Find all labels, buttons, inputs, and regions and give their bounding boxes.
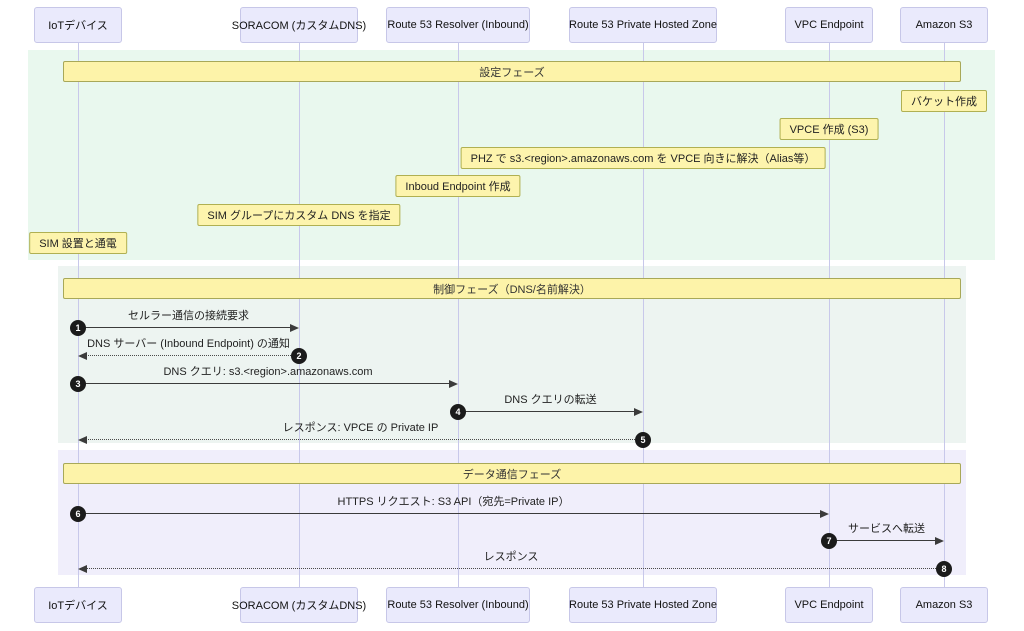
message-line-2 — [86, 355, 299, 356]
message-line-3 — [78, 383, 450, 384]
step-number-8: 8 — [936, 561, 952, 577]
step-number-1: 1 — [70, 320, 86, 336]
message-label-4: DNS クエリの転送 — [504, 394, 597, 406]
message-label-5: レスポンス: VPCE の Private IP — [282, 422, 439, 434]
arrowhead-4 — [634, 408, 643, 416]
lifeline-resolver — [458, 43, 459, 587]
actor-bottom-soracom: SORACOM (カスタムDNS) — [232, 587, 366, 623]
arrowhead-3 — [449, 380, 458, 388]
note-3: Inboud Endpoint 作成 — [395, 175, 521, 197]
actor-bottom-resolver: Route 53 Resolver (Inbound) — [386, 587, 530, 623]
actor-bottom-phz: Route 53 Private Hosted Zone — [569, 587, 717, 623]
actor-top-vpce: VPC Endpoint — [785, 7, 873, 43]
message-label-3: DNS クエリ: s3.<region>.amazonaws.com — [163, 366, 373, 378]
arrowhead-7 — [935, 537, 944, 545]
lifeline-phz — [643, 43, 644, 587]
step-number-5: 5 — [635, 432, 651, 448]
step-number-6: 6 — [70, 506, 86, 522]
note-2: PHZ で s3.<region>.amazonaws.com を VPCE 向… — [460, 147, 826, 169]
arrowhead-6 — [820, 510, 829, 518]
phase-title-3: データ通信フェーズ — [63, 463, 961, 484]
message-line-1 — [78, 327, 291, 328]
lifeline-soracom — [299, 43, 300, 587]
phase-title-2: 制御フェーズ（DNS/名前解決） — [63, 278, 961, 299]
arrowhead-1 — [290, 324, 299, 332]
message-line-4 — [458, 411, 635, 412]
step-number-2: 2 — [291, 348, 307, 364]
lifeline-s3 — [944, 43, 945, 587]
step-number-3: 3 — [70, 376, 86, 392]
phase-title-1: 設定フェーズ — [63, 61, 961, 82]
arrowhead-8 — [78, 565, 87, 573]
actor-top-iot: IoTデバイス — [34, 7, 122, 43]
lifeline-vpce — [829, 43, 830, 587]
actor-bottom-iot: IoTデバイス — [34, 587, 122, 623]
note-4: SIM グループにカスタム DNS を指定 — [197, 204, 401, 226]
message-label-7: サービスへ転送 — [848, 523, 925, 535]
arrowhead-2 — [78, 352, 87, 360]
message-line-6 — [78, 513, 821, 514]
actor-top-phz: Route 53 Private Hosted Zone — [569, 7, 717, 43]
message-label-1: セルラー通信の接続要求 — [128, 310, 249, 322]
message-line-8 — [86, 568, 944, 569]
message-label-6: HTTPS リクエスト: S3 API（宛先=Private IP） — [337, 496, 570, 508]
step-number-7: 7 — [821, 533, 837, 549]
message-line-5 — [86, 439, 643, 440]
actor-bottom-vpce: VPC Endpoint — [785, 587, 873, 623]
note-5: SIM 設置と通電 — [29, 232, 127, 254]
actor-bottom-s3: Amazon S3 — [900, 587, 988, 623]
actor-top-resolver: Route 53 Resolver (Inbound) — [386, 7, 530, 43]
message-line-7 — [829, 540, 936, 541]
note-0: バケット作成 — [901, 90, 987, 112]
lifeline-iot — [78, 43, 79, 587]
message-label-2: DNS サーバー (Inbound Endpoint) の通知 — [87, 338, 290, 350]
actor-top-soracom: SORACOM (カスタムDNS) — [232, 7, 366, 43]
message-label-8: レスポンス — [483, 551, 539, 563]
arrowhead-5 — [78, 436, 87, 444]
note-1: VPCE 作成 (S3) — [779, 118, 879, 140]
step-number-4: 4 — [450, 404, 466, 420]
actor-top-s3: Amazon S3 — [900, 7, 988, 43]
